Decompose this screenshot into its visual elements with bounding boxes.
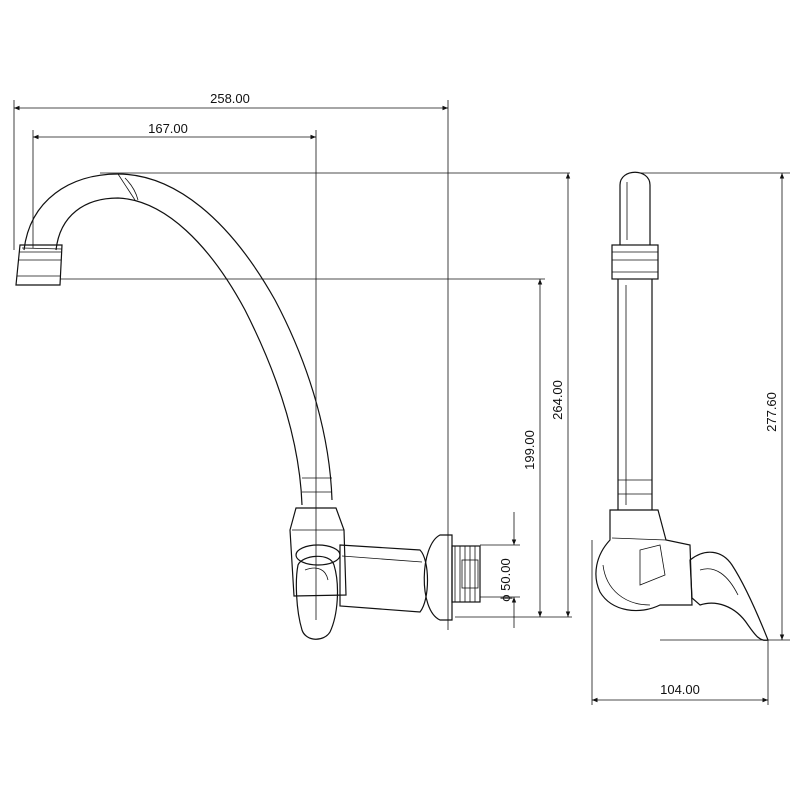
extension-lines — [13, 100, 572, 630]
dimension-label-overall-height: 264.00 — [550, 380, 565, 420]
dimension-label-side-depth: 104.00 — [660, 682, 700, 697]
dimension-label-side-height: 277.60 — [764, 392, 779, 432]
side-view: 277.60 104.00 — [591, 171, 790, 705]
dimension-side-height: 277.60 — [764, 173, 785, 640]
dimension-outlet-height: 199.00 — [522, 279, 543, 617]
spout — [23, 173, 333, 506]
dimension-label-overall-width: 258.00 — [210, 91, 250, 106]
side-extension-lines — [591, 172, 790, 705]
side-lever-handle — [689, 551, 769, 641]
dimension-thread-diameter: ϕ 50.00 — [480, 512, 520, 628]
lever-handle — [295, 555, 339, 640]
dimension-overall-width: 258.00 — [14, 91, 448, 111]
aerator — [15, 244, 63, 286]
dimension-label-thread-diameter: ϕ 50.00 — [498, 558, 513, 601]
dimension-side-depth: 104.00 — [592, 682, 768, 703]
dimension-label-spout-reach: 167.00 — [148, 121, 188, 136]
front-view: 258.00 167.00 264.00 199.00 ϕ 50.00 — [13, 91, 572, 640]
wall-flange — [423, 534, 481, 621]
valve-body — [289, 507, 429, 613]
dimension-label-outlet-height: 199.00 — [522, 430, 537, 470]
side-valve-body — [595, 509, 693, 612]
dimension-spout-reach: 167.00 — [33, 121, 316, 140]
dimension-overall-height: 264.00 — [550, 173, 571, 617]
side-spout — [611, 171, 659, 510]
